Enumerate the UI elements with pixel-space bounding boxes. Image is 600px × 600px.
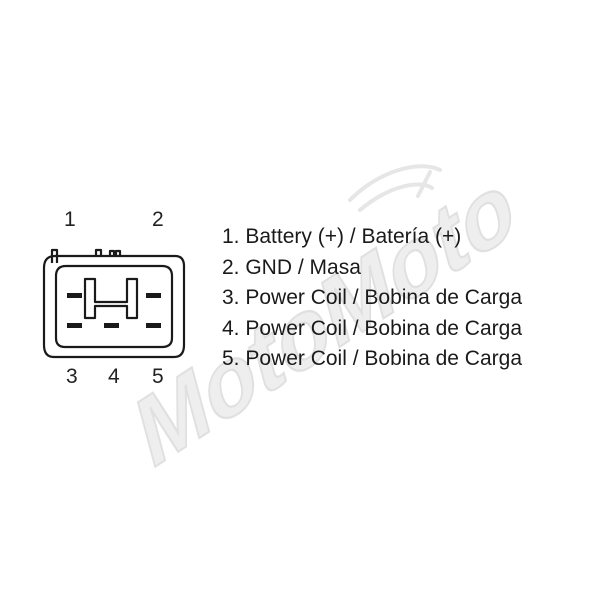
connector-keyway (83, 277, 139, 320)
pin-number-5: 5 (152, 365, 164, 388)
legend-item-4: 4. Power Coil / Bobina de Carga (222, 316, 522, 340)
pin-number-2: 2 (152, 208, 164, 231)
legend-item-3: 3. Power Coil / Bobina de Carga (222, 286, 522, 309)
connector-inner-housing (54, 264, 174, 349)
terminal-pin-1 (67, 293, 82, 298)
connector-top-tab-2 (108, 249, 116, 256)
terminal-pin-5 (146, 323, 161, 328)
legend-item-2: 2. GND / Masa (222, 255, 361, 279)
connector-top-tab-3 (114, 249, 122, 256)
terminal-pin-2 (146, 293, 161, 298)
terminal-pin-3 (67, 323, 82, 328)
pin-number-4: 4 (108, 365, 120, 388)
pin-number-1: 1 (64, 208, 76, 231)
pin-legend: 1. Battery (+) / Batería (+) 2. GND / Ma… (222, 222, 592, 375)
pin-number-3: 3 (66, 365, 78, 388)
connector-outer-housing (42, 254, 186, 359)
legend-item-1: 1. Battery (+) / Batería (+) (222, 225, 462, 248)
terminal-pin-4 (104, 323, 119, 328)
connector-top-tab-1 (94, 248, 103, 256)
legend-item-5: 5. Power Coil / Bobina de Carga (222, 347, 522, 370)
